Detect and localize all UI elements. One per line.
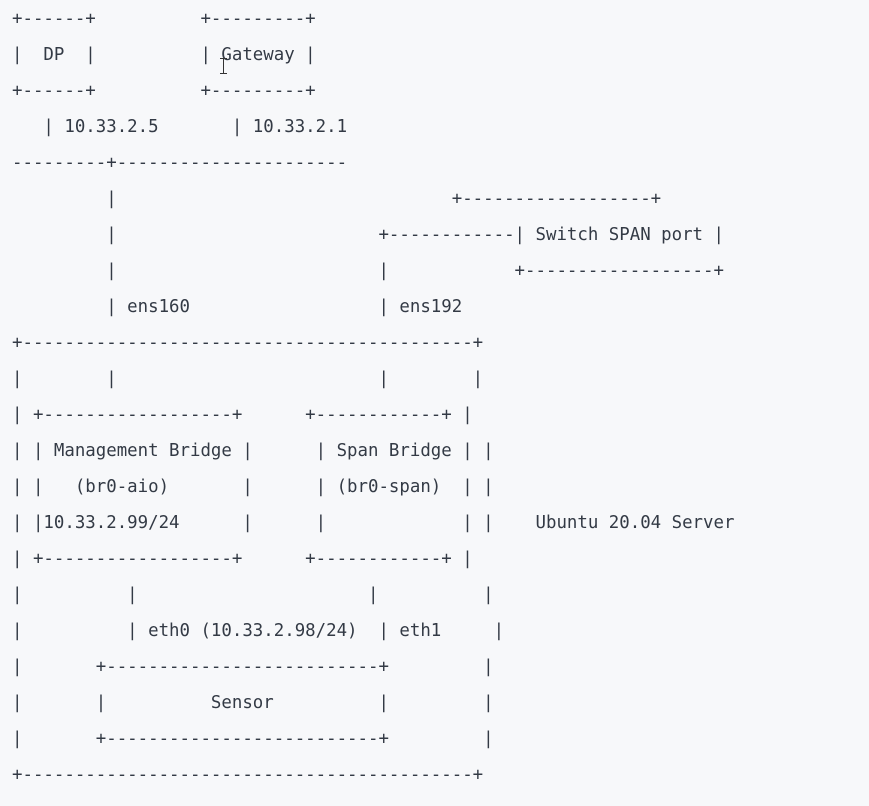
diagram-line: | | | |: [12, 585, 494, 605]
diagram-line: | +------------------+: [12, 189, 662, 209]
diagram-line: +---------------------------------------…: [12, 765, 484, 785]
diagram-line: | +--------------------------+ |: [12, 657, 494, 677]
diagram-line: | | (br0-aio) | | (br0-span) | |: [12, 477, 494, 497]
diagram-line: +------+ +---------+: [12, 9, 316, 29]
diagram-line: | DP | | Gateway |: [12, 45, 316, 65]
diagram-line: | +------------| Switch SPAN port |: [12, 225, 724, 245]
diagram-line: +---------------------------------------…: [12, 333, 484, 353]
diagram-line: | +------------------+ +------------+ |: [12, 549, 473, 569]
diagram-line: | | | |: [12, 369, 484, 389]
diagram-line: | | +------------------+: [12, 261, 724, 281]
diagram-line: | ens160 | ens192: [12, 297, 463, 317]
diagram-line: | 10.33.2.5 | 10.33.2.1: [12, 117, 348, 137]
diagram-line: +------+ +---------+: [12, 81, 316, 101]
diagram-line: ---------+----------------------: [12, 153, 348, 173]
diagram-line: | | Sensor | |: [12, 693, 494, 713]
diagram-line: | | eth0 (10.33.2.98/24) | eth1 |: [12, 621, 505, 641]
diagram-line: | |10.33.2.99/24 | | | | Ubuntu 20.04 Se…: [12, 513, 735, 533]
diagram-line: | +------------------+ +------------+ |: [12, 405, 473, 425]
diagram-line: | +--------------------------+ |: [12, 729, 494, 749]
text-cursor-icon: [220, 57, 227, 75]
diagram-line: | | Management Bridge | | Span Bridge | …: [12, 441, 494, 461]
